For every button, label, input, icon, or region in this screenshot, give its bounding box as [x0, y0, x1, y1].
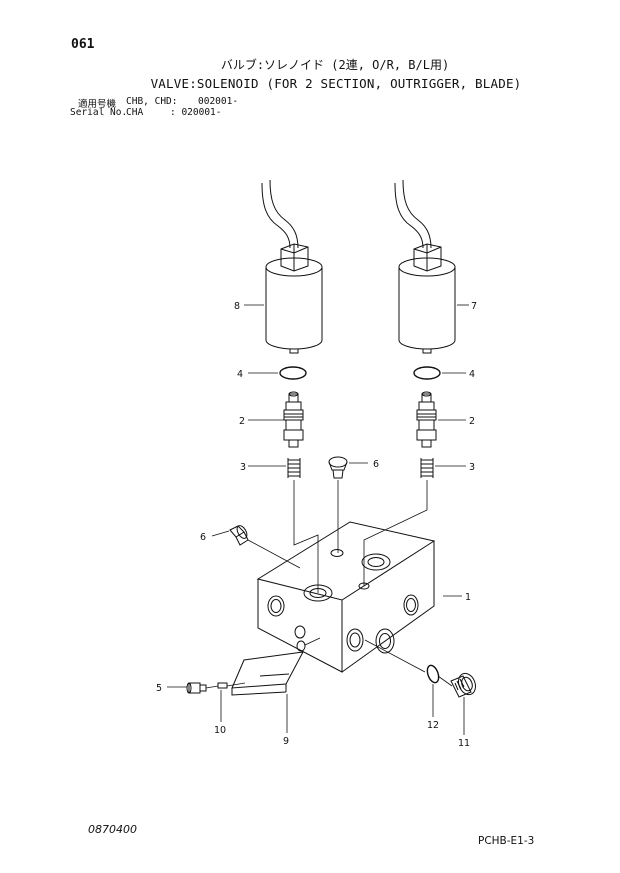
plug-bottom-left [186, 682, 207, 694]
solenoid-coil-left [261, 179, 323, 354]
valve-cartridge-left [283, 391, 304, 448]
assembly-center-lines [205, 480, 453, 689]
callout-9: 9 [283, 736, 289, 747]
applicability-models: CHB, CHD: [126, 96, 178, 107]
callout-5: 5 [156, 683, 162, 694]
callout-7: 7 [471, 301, 477, 312]
callout-3-right: 3 [469, 462, 475, 473]
serial-range: : 020001- [170, 107, 222, 118]
o-ring-port [426, 664, 440, 684]
o-ring-left [279, 366, 307, 380]
o-ring-right [413, 366, 441, 380]
callout-4-left: 4 [237, 369, 243, 380]
callout-3-left: 3 [240, 462, 246, 473]
page-code: PCHB-E1-3 [478, 835, 535, 847]
serial-model: CHA [126, 107, 144, 118]
callout-labels: 8 7 4 4 2 2 3 3 6 6 1 5 10 9 12 11 [156, 301, 477, 749]
serial-number-label: Serial No. [70, 107, 128, 118]
plug-top [328, 456, 348, 479]
applicability-label-jp: 適用号機 [78, 99, 117, 110]
document-number: 0870400 [88, 823, 137, 836]
plug-large [450, 672, 476, 698]
spring-left [287, 458, 301, 478]
callout-1: 1 [465, 592, 471, 603]
callout-6-left: 6 [200, 532, 206, 543]
valve-body-block [256, 521, 436, 673]
callout-12: 12 [427, 720, 439, 731]
callout-6-top: 6 [373, 459, 379, 470]
callout-8: 8 [234, 301, 240, 312]
callout-leader-lines [167, 304, 469, 735]
solenoid-coil-right [394, 179, 456, 354]
cover-plate [231, 651, 304, 696]
callout-11: 11 [458, 738, 470, 749]
callout-2-left: 2 [239, 416, 245, 427]
callout-4-right: 4 [469, 369, 475, 380]
page-number: 061 [71, 37, 95, 52]
valve-cartridge-right [416, 391, 437, 448]
applicability-serial-start: 002001- [198, 96, 239, 107]
title-japanese: バルブ:ソレノイド (2連, O/R, B/L用) [220, 58, 450, 72]
callout-10: 10 [214, 725, 226, 736]
spring-right [420, 458, 434, 478]
pin [217, 682, 228, 689]
title-english: VALVE:SOLENOID (FOR 2 SECTION, OUTRIGGER… [150, 76, 522, 91]
callout-2-right: 2 [469, 416, 475, 427]
plug-left [229, 525, 249, 546]
